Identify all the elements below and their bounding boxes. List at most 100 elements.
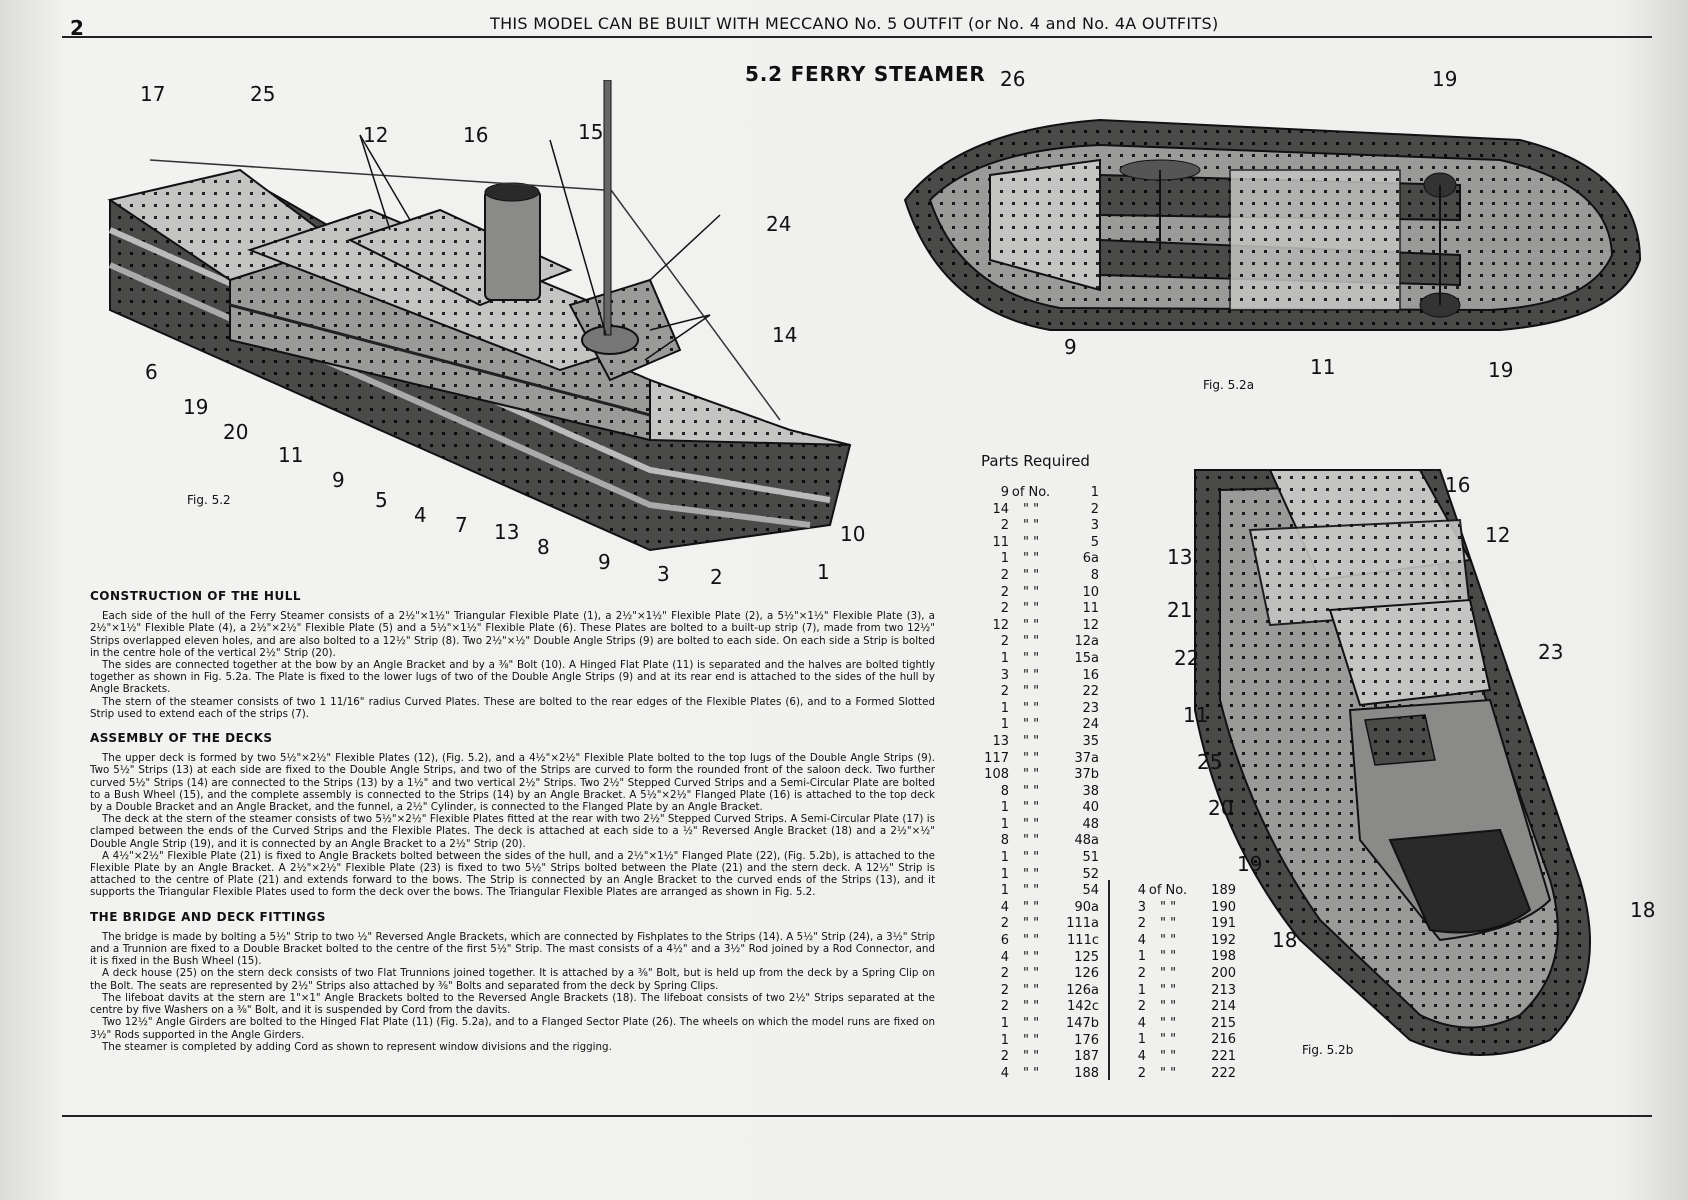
parts-row: 2" "200 <box>1112 966 1236 983</box>
part-quantity: 1 <box>1000 816 1009 832</box>
callout-9a: 9 <box>332 468 345 492</box>
footer-rule <box>62 1115 1652 1117</box>
part-quantity: 2 <box>1000 584 1009 600</box>
part-number: 214 <box>1211 999 1236 1015</box>
parts-row: 3" "190 <box>1112 900 1236 917</box>
section-bridge: THE BRIDGE AND DECK FITTINGS The bridge … <box>90 910 935 1053</box>
part-number: 147b <box>1065 1016 1099 1031</box>
part-of-label: " " <box>1022 551 1040 567</box>
part-quantity: 4 <box>1137 932 1146 948</box>
part-quantity: 9 <box>1000 485 1009 500</box>
fig-5-2a-caption: Fig. 5.2a <box>1203 378 1255 392</box>
part-quantity: 1 <box>1137 949 1146 965</box>
part-number: 216 <box>1211 1032 1236 1048</box>
part-number: 40 <box>1082 800 1099 816</box>
part-quantity: 1 <box>1137 1032 1146 1048</box>
part-quantity: 4 <box>1000 1065 1009 1081</box>
part-number: 142c <box>1067 999 1099 1015</box>
part-quantity: 1 <box>1000 866 1009 882</box>
parts-row: 2 " " 126a <box>975 983 1099 1000</box>
callout-12-b: 12 <box>1485 523 1511 547</box>
header-rule <box>62 36 1652 38</box>
part-of-label: " " <box>1022 584 1040 600</box>
part-number: 24 <box>1082 717 1099 733</box>
ferry-steamer-underside-view <box>903 118 1642 331</box>
part-quantity: 8 <box>1000 833 1009 849</box>
part-quantity: 4 <box>1000 899 1009 915</box>
part-of-label: " " <box>1159 899 1177 915</box>
paragraph: A 4½"×2½" Flexible Plate (21) is fixed t… <box>90 849 935 899</box>
part-quantity: 2 <box>1000 684 1009 700</box>
running-head: THIS MODEL CAN BE BUILT WITH MECCANO No.… <box>490 14 1219 33</box>
part-quantity: 6 <box>1000 933 1009 949</box>
part-of-label: " " <box>1159 949 1177 965</box>
part-number: 188 <box>1074 1065 1099 1081</box>
part-number: 6a <box>1082 551 1099 567</box>
paragraph: The stern of the steamer consists of two… <box>90 695 935 720</box>
parts-row: 11" "5 <box>975 535 1099 552</box>
parts-row: 108" "37b <box>975 767 1099 784</box>
parts-row: 2" "3 <box>975 518 1099 535</box>
callout-18-left: 18 <box>1272 928 1298 952</box>
parts-row: 6" "111c <box>975 933 1099 950</box>
part-quantity: 1 <box>1137 982 1146 998</box>
paragraph: The sides are connected together at the … <box>90 659 935 696</box>
part-of-label: " " <box>1022 883 1040 899</box>
part-of-label: " " <box>1022 1049 1040 1065</box>
part-number: 215 <box>1211 1015 1236 1031</box>
part-number: 15a <box>1074 650 1099 666</box>
part-of-label: " " <box>1022 634 1040 650</box>
part-number: 23 <box>1082 700 1099 716</box>
part-quantity: 12 <box>992 617 1009 633</box>
part-of-label: " " <box>1159 916 1177 932</box>
parts-row: 1" "40 <box>975 800 1099 817</box>
part-of-label: " " <box>1159 999 1177 1015</box>
part-quantity: 1 <box>1000 650 1009 666</box>
parts-row: 1" "54 <box>975 883 1099 900</box>
callout-12: 12 <box>363 123 389 147</box>
part-of-label: " " <box>1022 601 1040 617</box>
part-number: 126a <box>1066 982 1099 998</box>
callout-3: 3 <box>657 562 670 586</box>
part-of-label: " " <box>1022 700 1040 716</box>
paragraph: Each side of the hull of the Ferry Steam… <box>90 610 935 659</box>
fig-5-2-caption: Fig. 5.2 <box>187 493 231 507</box>
callout-4: 4 <box>414 503 427 527</box>
part-number: 51 <box>1082 850 1099 866</box>
part-quantity: 1 <box>1000 717 1009 733</box>
callout-19: 19 <box>183 395 209 419</box>
parts-row: 4" "221 <box>1112 1049 1236 1066</box>
part-quantity: 2 <box>1000 999 1009 1015</box>
part-quantity: 1 <box>1000 551 1009 567</box>
part-quantity: 4 <box>1137 1048 1146 1064</box>
part-number: 187 <box>1074 1049 1099 1065</box>
callout-23-b: 23 <box>1538 640 1564 664</box>
part-quantity: 4 <box>1137 1015 1146 1031</box>
part-quantity: 2 <box>1137 999 1146 1015</box>
part-of-label: " " <box>1022 949 1040 965</box>
part-of-label: " " <box>1022 833 1040 849</box>
part-quantity: 2 <box>1000 601 1009 617</box>
part-number: 38 <box>1082 783 1099 799</box>
parts-row: 1" "24 <box>975 717 1099 734</box>
callout-9b: 9 <box>598 550 611 574</box>
part-of-label: " " <box>1022 684 1040 700</box>
callout-13: 13 <box>494 520 520 544</box>
part-quantity: 1 <box>1000 883 1009 899</box>
parts-row: 14" "2 <box>975 502 1099 519</box>
part-number: 222 <box>1211 1065 1236 1081</box>
part-of-label: " " <box>1022 1032 1040 1048</box>
part-of-label: " " <box>1022 933 1040 949</box>
part-number: 35 <box>1082 733 1099 749</box>
part-quantity: 2 <box>1000 982 1009 998</box>
part-number: 198 <box>1211 949 1236 965</box>
part-quantity: 2 <box>1000 567 1009 583</box>
part-of-label: " " <box>1022 982 1040 998</box>
callout-26: 26 <box>1000 67 1026 91</box>
part-of-label: " " <box>1159 1065 1177 1081</box>
part-number: 12 <box>1082 617 1099 633</box>
parts-row: 1" "176 <box>975 1033 1099 1050</box>
part-quantity: 14 <box>992 501 1009 517</box>
